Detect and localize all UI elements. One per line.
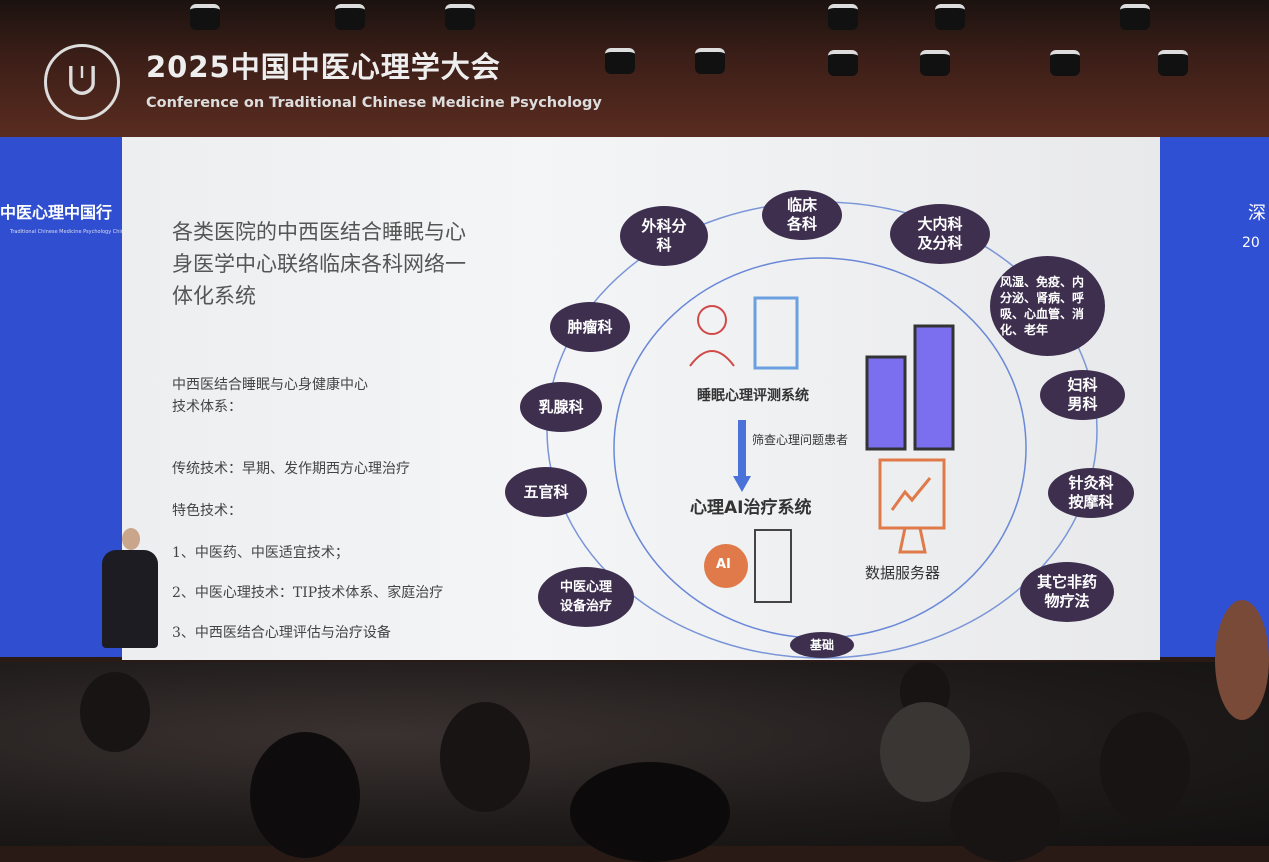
left-side-screen: 中医心理中国行 Traditional Chinese Medicine Psy… <box>0 137 139 657</box>
stage-light <box>1120 4 1150 30</box>
node-breast: 乳腺科 <box>520 382 602 432</box>
conference-title: 2025中国中医心理学大会 <box>146 50 501 84</box>
conference-logo: ᕫ <box>44 44 120 120</box>
slide-heading: 各类医院的中西医结合睡眠与心身医学中心联络临床各科网络一体化系统 <box>172 220 466 308</box>
server-icon <box>913 324 955 451</box>
left-panel-title: 中医心理中国行 <box>0 203 113 222</box>
audience-member <box>1215 600 1269 720</box>
node-device-therapy: 中医心理设备治疗 <box>538 567 634 627</box>
stage-light <box>935 4 965 30</box>
stage-light <box>335 4 365 30</box>
node-ent: 五官科 <box>505 467 587 517</box>
node-surgery: 外科分科 <box>620 206 708 266</box>
stage-light <box>828 50 858 76</box>
node-clinical: 临床各科 <box>762 190 842 240</box>
node-non-drug-therapy: 其它非药物疗法 <box>1020 562 1114 622</box>
stage-light <box>1158 50 1188 76</box>
assessment-device-icon <box>753 296 799 370</box>
speaker <box>100 528 158 648</box>
doctor-icon <box>697 305 727 335</box>
screening-label: 筛查心理问题患者 <box>752 433 849 447</box>
node-oncology: 肿瘤科 <box>550 302 630 352</box>
monitor-chart-icon <box>878 458 946 530</box>
slide-text: 3、中西医结合心理评估与治疗设备 <box>172 625 391 641</box>
data-server-label: 数据服务器 <box>865 564 941 582</box>
slide-text: 中西医结合睡眠与心身健康中心 <box>172 377 368 393</box>
stage-light <box>190 4 220 30</box>
node-basic: 基础 <box>790 632 854 658</box>
stage-light <box>695 48 725 74</box>
conference-subtitle: Conference on Traditional Chinese Medici… <box>146 95 602 111</box>
node-internal-medicine: 大内科及分科 <box>890 204 990 264</box>
report-icon <box>754 529 792 603</box>
right-panel-subtitle: 20 <box>1242 235 1260 251</box>
server-icon <box>865 355 907 451</box>
right-side-screen: 深 20 <box>1160 137 1269 657</box>
stage-light <box>920 50 950 76</box>
slide-text: 2、中医心理技术：TIP技术体系、家庭治疗 <box>172 585 444 601</box>
ai-therapy-label: 心理AI治疗系统 <box>690 498 812 518</box>
inner-ring <box>613 257 1027 639</box>
slide-text: 1、中医药、中医适宜技术； <box>172 545 349 561</box>
ai-badge: AI <box>716 557 731 572</box>
slide-text: 特色技术： <box>172 503 242 519</box>
stage-light <box>828 4 858 30</box>
stage-banner: ᕫ 2025中国中医心理学大会 Conference on Traditiona… <box>0 0 1269 137</box>
assessment-system-label: 睡眠心理评测系统 <box>697 388 809 404</box>
ai-icon <box>704 544 748 588</box>
slide-text: 传统技术：早期、发作期西方心理治疗 <box>172 461 410 477</box>
node-gynecology: 妇科男科 <box>1040 370 1125 420</box>
stage-light <box>605 48 635 74</box>
node-internal-subspecialties: 风湿、免疫、内分泌、肾病、呼吸、心血管、消化、老年 <box>990 256 1105 356</box>
left-panel-subtitle: Traditional Chinese Medicine Psychology … <box>10 229 140 235</box>
stage-light <box>1050 50 1080 76</box>
slide-text: 技术体系： <box>172 399 242 415</box>
node-acupuncture: 针灸科按摩科 <box>1048 468 1134 518</box>
right-panel-title: 深 <box>1248 203 1266 224</box>
stage-light <box>445 4 475 30</box>
audience <box>0 662 1269 862</box>
